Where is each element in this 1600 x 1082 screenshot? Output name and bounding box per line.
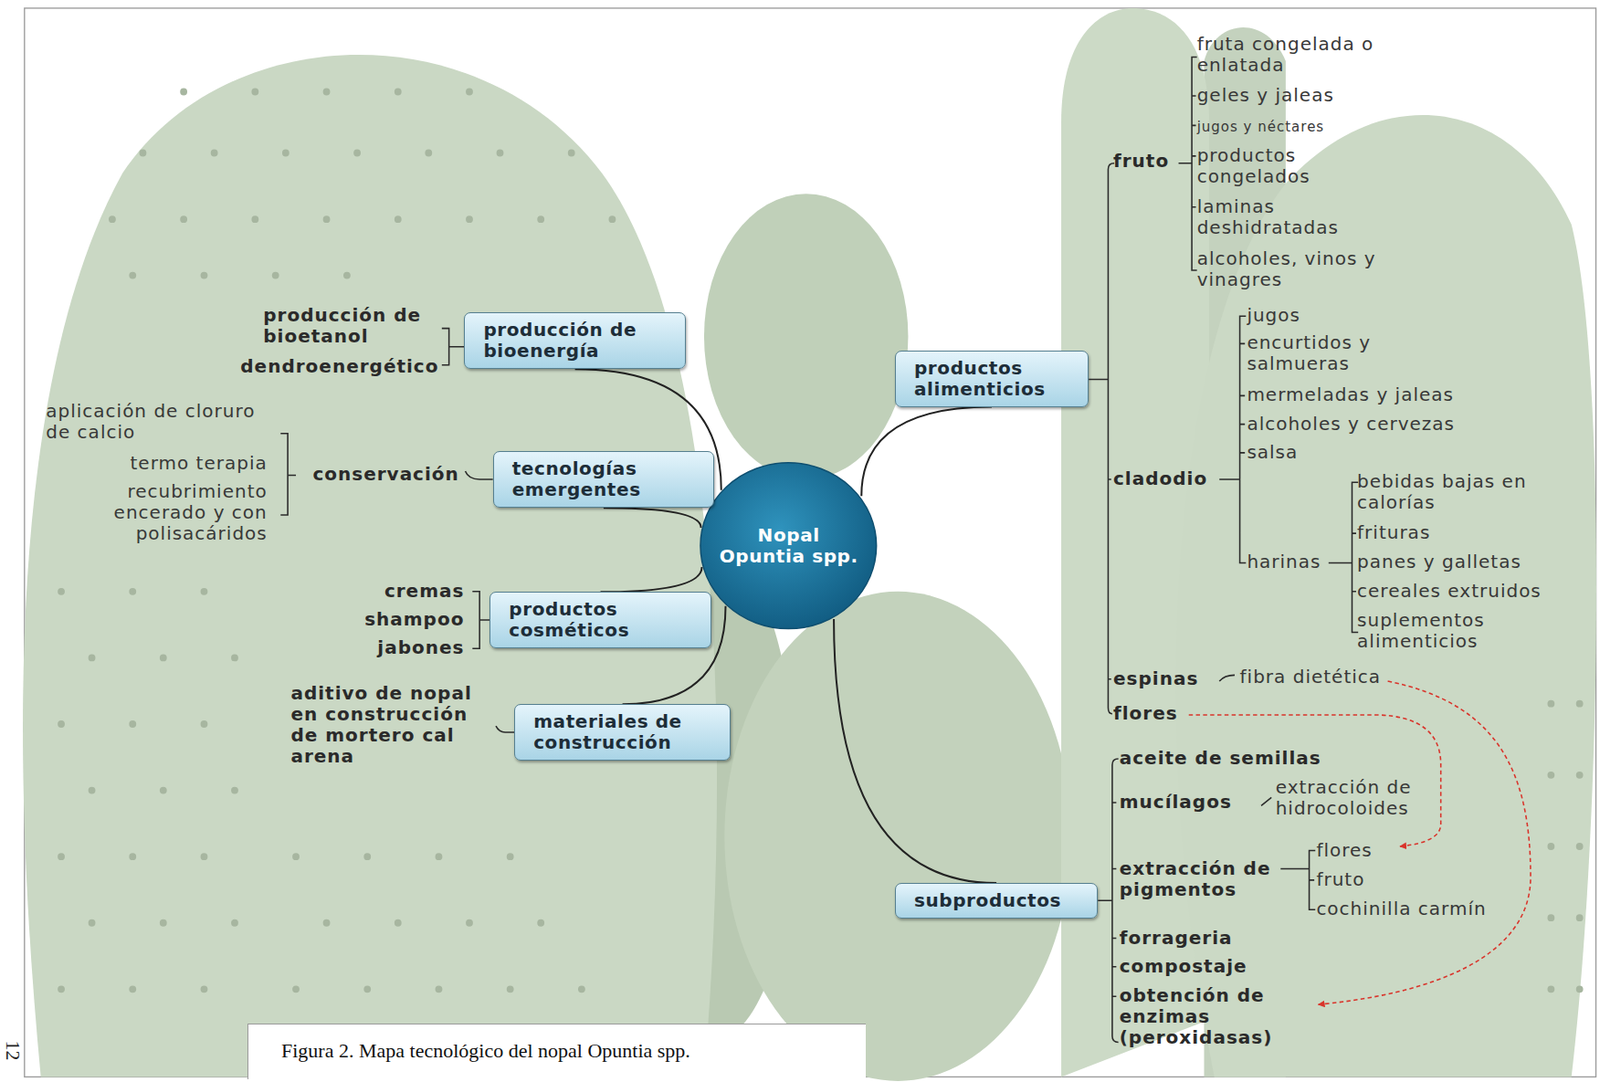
item-label: bebidas bajas en calorías [1357, 471, 1554, 514]
connector-line [833, 619, 997, 884]
category-label: compostaje [1119, 956, 1248, 978]
connector-line [600, 567, 703, 592]
center-title: Nopal Opuntia spp. [715, 525, 863, 568]
category-label: shampoo [364, 609, 464, 631]
item-label: extracción de hidrocoloides [1275, 777, 1450, 820]
item-label: salsa [1246, 442, 1298, 464]
page-number: 12 [1, 1041, 23, 1062]
cactus-pad [22, 54, 717, 1077]
item-label: recubrimiento encerado y con polisacárid… [94, 481, 268, 545]
category-label: aditivo de nopal en construcción de mort… [290, 683, 487, 768]
category-label: producción de bioetanol [263, 305, 437, 348]
connector-line [861, 407, 992, 497]
category-box: productos cosméticos [489, 591, 711, 649]
item-label: geles y jaleas [1197, 84, 1335, 106]
item-label: laminas deshidratadas [1197, 196, 1380, 239]
center-circle: Nopal Opuntia spp. [698, 461, 879, 631]
item-label: alcoholes, vinos y vinagres [1197, 248, 1412, 291]
category-box: producción de bioenergía [463, 312, 685, 369]
category-label: forrageria [1119, 927, 1233, 949]
category-box: subproductos [894, 883, 1098, 919]
item-label: panes y galletas [1357, 551, 1522, 573]
item-label: cereales extruidos [1357, 580, 1542, 602]
category-label: cladodio [1113, 468, 1208, 490]
category-box: materiales de construcción [514, 704, 731, 761]
box-label: tecnologías emergentes [512, 458, 701, 501]
category-label: jabones [377, 637, 464, 659]
category-label: fruto [1113, 150, 1169, 172]
category-label: flores [1113, 703, 1179, 725]
item-label: jugos y néctares [1197, 116, 1326, 138]
box-label: subproductos [914, 890, 1085, 912]
cactus-pad [724, 591, 1072, 1082]
item-label: frituras [1357, 522, 1431, 544]
item-label: suplementos alimenticios [1357, 610, 1540, 653]
box-label: materiales de construcción [533, 711, 717, 754]
item-label: fruta congelada o enlatada [1197, 33, 1399, 76]
category-label: mucílagos [1119, 791, 1232, 813]
item-label: flores [1315, 840, 1372, 862]
category-label: dendroenergético [240, 356, 439, 378]
item-label: termo terapia [130, 452, 268, 474]
category-label: aceite de semillas [1119, 747, 1322, 769]
category-label: conservación [312, 463, 459, 485]
circle-outline [700, 463, 877, 630]
category-label: obtención de enzimas (peroxidasas) [1119, 985, 1289, 1049]
box-label: productos alimenticios [914, 357, 1075, 400]
category-box: tecnologías emergentes [493, 451, 715, 508]
item-label: alcoholes y cervezas [1246, 413, 1455, 435]
figure-caption: Figura 2. Mapa tecnológico del nopal Opu… [247, 1023, 866, 1080]
item-label: productos congelados [1197, 145, 1380, 188]
item-label: fruto [1315, 869, 1365, 891]
category-label: espinas [1113, 668, 1199, 690]
category-label: cremas [384, 580, 465, 602]
connector-line [603, 507, 702, 528]
cactus-pad [1176, 115, 1597, 1078]
item-label: cochinilla carmín [1315, 898, 1486, 920]
item-label: encurtidos y salmueras [1246, 332, 1421, 375]
bracket-lines [280, 57, 1358, 1043]
item-label: jugos [1246, 305, 1301, 327]
box-label: producción de bioenergía [483, 319, 672, 362]
category-label: extracción de pigmentos [1119, 858, 1289, 901]
item-label: fibra dietética [1240, 666, 1381, 688]
category-box: productos alimenticios [894, 350, 1089, 408]
item-label: aplicación de cloruro de calcio [45, 400, 274, 443]
box-label: productos cosméticos [508, 599, 697, 642]
cactus-pad [704, 193, 908, 480]
item-label: mermeladas y jaleas [1246, 384, 1454, 406]
item-label: harinas [1246, 551, 1321, 573]
